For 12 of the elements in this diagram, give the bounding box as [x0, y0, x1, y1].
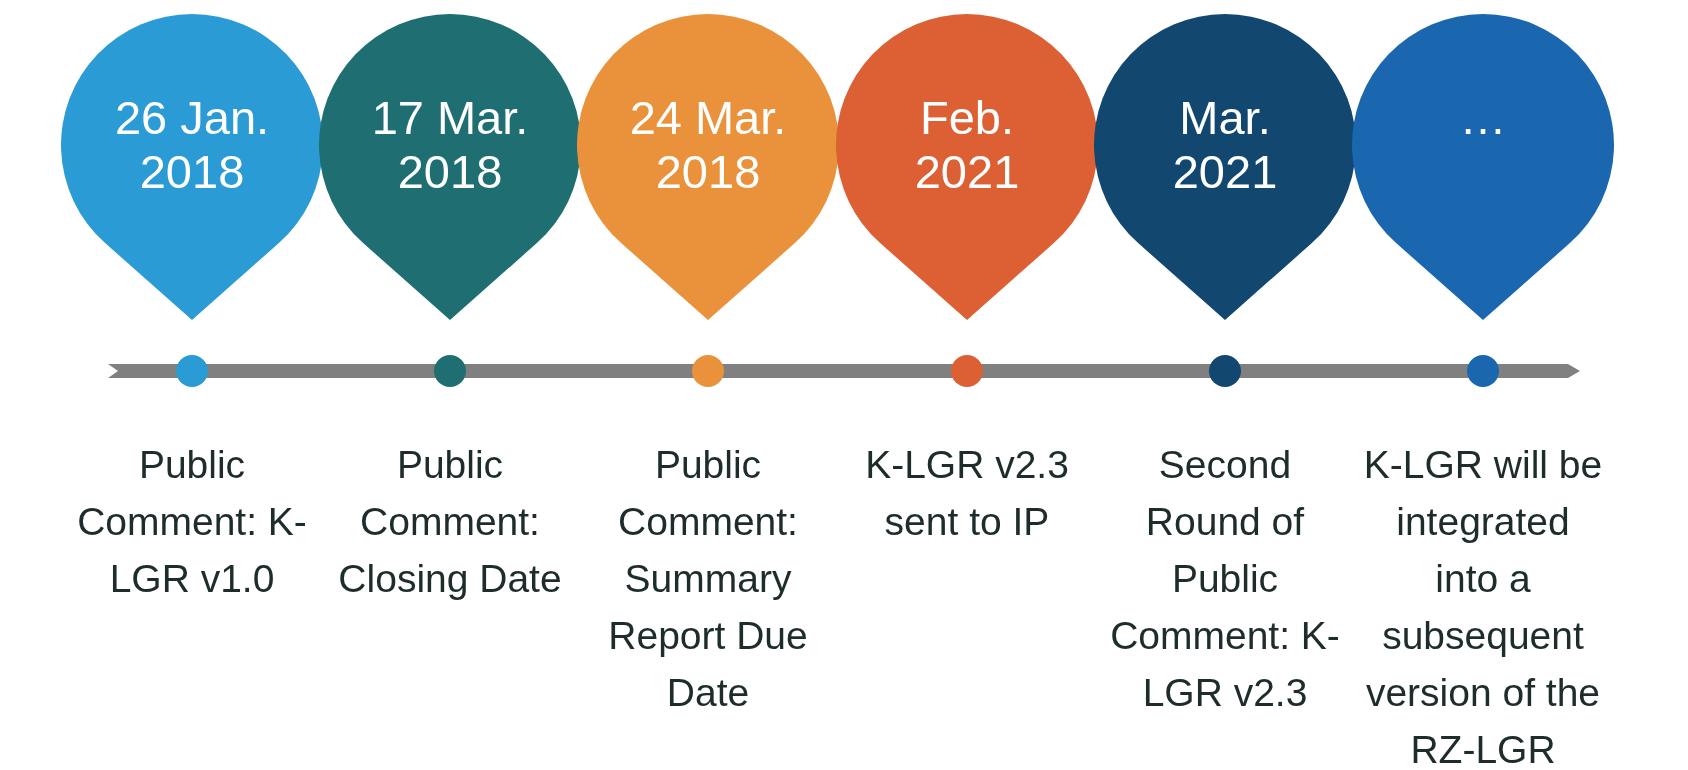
event-description: K-LGR v2.3 sent to IP: [864, 442, 1070, 545]
date-label: 17 Mar. 2018: [370, 91, 530, 199]
date-label: 24 Mar. 2018: [628, 91, 788, 199]
date-label: …: [1458, 91, 1508, 145]
event-description: Public Comment: K-LGR v1.0: [76, 442, 308, 602]
event-description: Public Comment: Closing Date: [337, 442, 563, 602]
event-description: K-LGR will be integrated into a subsequent version of the RZ-LGR: [1362, 442, 1604, 770]
event-description: Public Comment: Summary Report Due Date: [607, 442, 809, 716]
date-label: 26 Jan. 2018: [113, 91, 271, 199]
event-description: Second Round of Public Comment: K-LGR v2.3: [1109, 442, 1341, 716]
date-label: Feb. 2021: [913, 91, 1021, 199]
date-label: Mar. 2021: [1171, 91, 1279, 199]
